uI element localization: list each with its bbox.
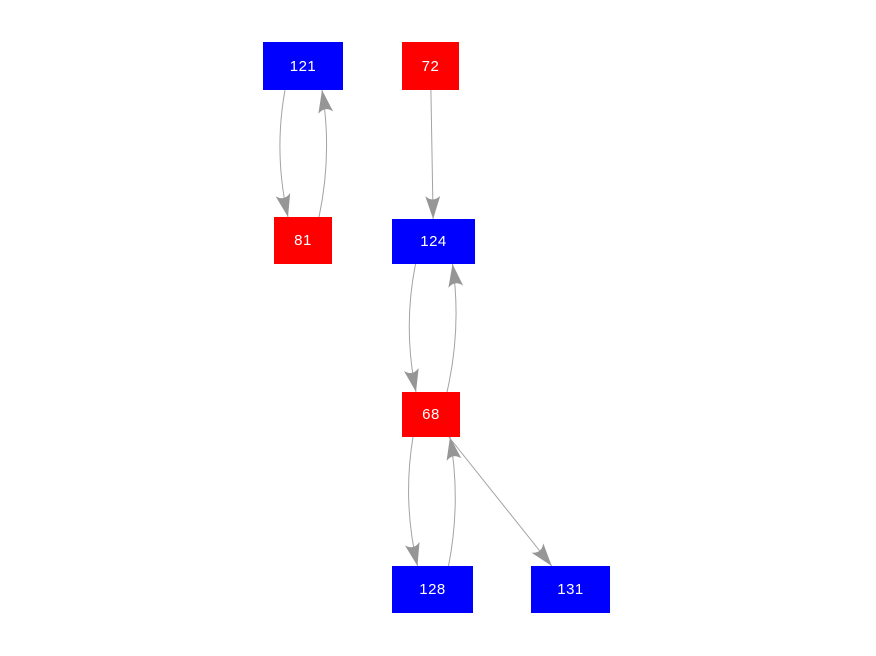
edge-68-124: [446, 263, 464, 393]
node-68[interactable]: 68: [402, 392, 460, 437]
node-72-label: 72: [421, 57, 440, 75]
node-128[interactable]: 128: [392, 566, 473, 613]
node-81-label: 81: [294, 232, 312, 249]
node-121[interactable]: 121: [263, 42, 343, 90]
node-72[interactable]: 72: [402, 42, 459, 90]
node-121-label: 121: [289, 57, 317, 75]
edge-72-124: [425, 89, 441, 220]
edge-121-81: [275, 89, 291, 218]
node-81[interactable]: 81: [274, 217, 332, 264]
edge-68-131: [448, 436, 553, 567]
edge-128-68: [446, 436, 462, 567]
node-124-label: 124: [420, 233, 447, 250]
edge-124-68: [403, 263, 419, 393]
edge-81-121: [318, 89, 334, 218]
edge-68-128: [404, 436, 420, 567]
node-131[interactable]: 131: [531, 566, 610, 613]
edges-group: [275, 89, 553, 567]
node-68-label: 68: [422, 406, 440, 423]
node-131-label: 131: [557, 581, 584, 598]
node-128-label: 128: [419, 581, 446, 598]
node-124[interactable]: 124: [392, 219, 475, 264]
